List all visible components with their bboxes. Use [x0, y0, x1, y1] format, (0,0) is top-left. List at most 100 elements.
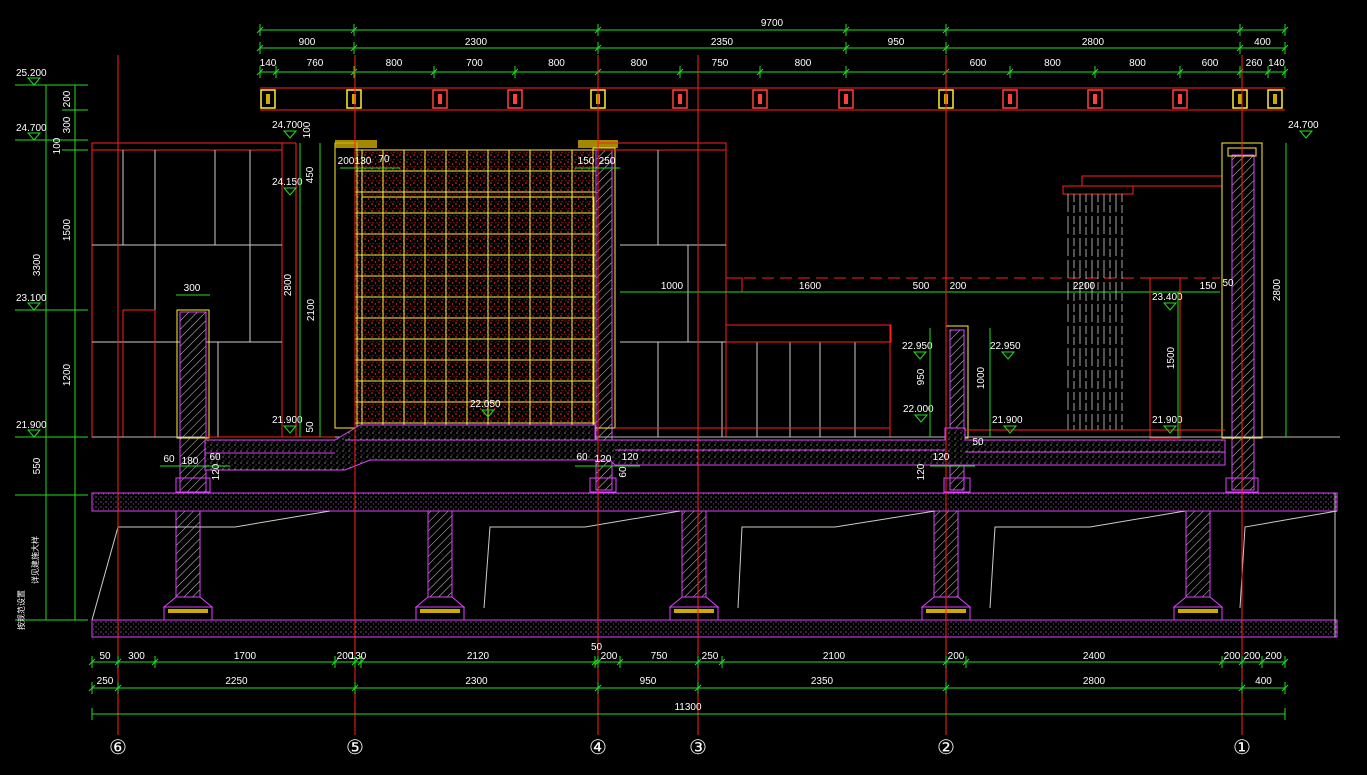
left-note-detail: 详见建施大样 — [30, 536, 40, 584]
top-overall-dim: 9700 — [761, 18, 784, 29]
inner-annotations: 24.700 24.150 21.900 22.050 22.950 22.000 22.9… — [160, 120, 1319, 480]
left-dim-200: 200 — [62, 90, 73, 107]
top-dim-row2: 600 — [1202, 58, 1219, 69]
inner-dim: 100 — [302, 121, 313, 138]
elevation-mark: 21.900 — [272, 415, 303, 426]
top-dim-row2: 750 — [712, 58, 729, 69]
inner-dim: 60 — [576, 452, 588, 463]
level-23100: 23.100 — [16, 293, 47, 304]
elevation-mark: 24.700 — [1288, 120, 1319, 131]
top-dim-row2: 800 — [1129, 58, 1146, 69]
top-dim-row1: 2300 — [465, 37, 488, 48]
structural-slabs — [91, 492, 1338, 638]
left-note-spec: 按规范设置 — [16, 590, 26, 630]
bottom-dim-row2: 400 — [1255, 676, 1272, 687]
bottom-dim-row1: 2100 — [823, 651, 846, 662]
bottom-dim-row1: 750 — [651, 651, 668, 662]
left-wall-elevation — [91, 142, 297, 438]
bottom-dim-row1: 1700 — [234, 651, 257, 662]
grid-bubble-label: ④ — [589, 737, 607, 759]
elevation-mark: 21.900 — [1152, 415, 1183, 426]
grid-bubble-label: ⑥ — [109, 737, 127, 759]
inner-dim: 1000 — [976, 366, 987, 389]
inner-dim: 300 — [184, 283, 201, 294]
top-dim-row2: 600 — [970, 58, 987, 69]
top-dim-row2: 140 — [1268, 58, 1285, 69]
inner-dim: 120 — [211, 463, 222, 480]
top-dim-row2: 260 — [1246, 58, 1263, 69]
left-dim-550: 550 — [32, 457, 43, 474]
inner-dim: 150 — [578, 156, 595, 167]
level-24700: 24.700 — [16, 123, 47, 134]
top-dim-row1: 400 — [1254, 37, 1271, 48]
inner-dim: 1000 — [661, 281, 684, 292]
left-dim-3300: 3300 — [32, 253, 43, 276]
top-dim-row1: 2350 — [711, 37, 734, 48]
inner-dim: 120 — [933, 452, 950, 463]
bottom-dim-row1: 130 — [350, 651, 367, 662]
inner-dim: 70 — [378, 154, 390, 165]
inner-dim: 60 — [618, 466, 629, 478]
elevation-mark: 22.950 — [902, 341, 933, 352]
inner-dim: 2200 — [1073, 281, 1096, 292]
elevation-mark: 22.050 — [470, 399, 501, 410]
left-dim-300: 300 — [62, 116, 73, 133]
bottom-dim-row1: 2400 — [1083, 651, 1106, 662]
bottom-dim-row1: 50 — [591, 642, 603, 653]
bottom-dim-row1: 300 — [128, 651, 145, 662]
left-dim-100: 100 — [52, 137, 63, 154]
bottom-dim-row1: 50 — [99, 651, 111, 662]
bottom-dim-row1: 250 — [702, 651, 719, 662]
inner-dim: 950 — [916, 368, 927, 385]
inner-dim: 180 — [182, 456, 199, 467]
level-21900: 21.900 — [16, 420, 47, 431]
elevation-mark: 24.700 — [272, 120, 303, 131]
grid-bubble-label: ⑤ — [346, 737, 364, 759]
top-dim-row2: 140 — [260, 58, 277, 69]
ground-layers — [92, 424, 1340, 471]
top-dim-row1: 900 — [299, 37, 316, 48]
top-dim-row2: 800 — [795, 58, 812, 69]
top-dim-row2: 800 — [386, 58, 403, 69]
right-wall-elevation — [597, 142, 1220, 438]
bottom-dim-row1: 200 — [1224, 651, 1241, 662]
top-dim-row2: 800 — [548, 58, 565, 69]
bottom-dim-row1: 2120 — [467, 651, 490, 662]
inner-dim: 50 — [1222, 278, 1234, 289]
level-25200: 25.200 — [16, 68, 47, 79]
inner-dim: 200 — [950, 281, 967, 292]
top-dim-row2: 800 — [1044, 58, 1061, 69]
post-right-short — [943, 325, 971, 493]
bottom-overall-dim: 11300 — [674, 702, 702, 713]
bottom-dim-row1: 200 — [337, 651, 354, 662]
inner-dim: 50 — [305, 421, 316, 433]
bottom-dim-row2: 2800 — [1083, 676, 1106, 687]
inner-dim: 2800 — [1272, 278, 1283, 301]
feature-wall — [334, 140, 618, 429]
top-dim-row1: 950 — [888, 37, 905, 48]
bottom-dim-row2: 2300 — [465, 676, 488, 687]
inner-dim: 130 — [355, 156, 372, 167]
elevation-mark: 22.000 — [903, 404, 934, 415]
elevation-mark: 21.900 — [992, 415, 1023, 426]
elevation-mark: 22.950 — [990, 341, 1021, 352]
inner-dim: 1500 — [1166, 346, 1177, 369]
top-dim-row2: 800 — [631, 58, 648, 69]
bottom-dim-row2: 950 — [640, 676, 657, 687]
inner-dim: 1600 — [799, 281, 822, 292]
inner-dim: 150 — [1200, 281, 1217, 292]
inner-dim: 2800 — [283, 273, 294, 296]
grid-bubble-label: ② — [937, 737, 955, 759]
elevation-mark: 24.150 — [272, 177, 303, 188]
grid-bubble-label: ③ — [689, 737, 707, 759]
elevation-mark: 23.400 — [1152, 292, 1183, 303]
inner-dim: 60 — [209, 452, 221, 463]
bottom-dim-row2: 250 — [97, 676, 114, 687]
inner-dim: 120 — [595, 454, 612, 465]
inner-dim: 50 — [972, 437, 984, 448]
inner-dim: 120 — [622, 452, 639, 463]
left-dim-1200: 1200 — [62, 363, 73, 386]
